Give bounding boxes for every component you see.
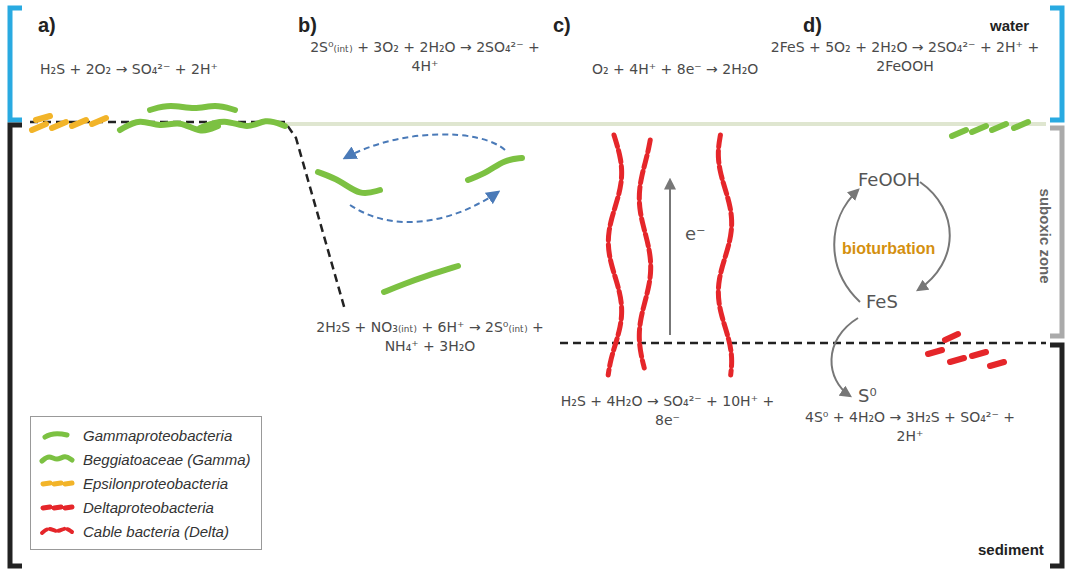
sulfide-front-line xyxy=(560,342,1046,345)
water-bracket xyxy=(1050,8,1062,120)
panel-letter: c) xyxy=(553,12,571,39)
legend-box: GammaproteobacteriaBeggiatoaceae (Gamma)… xyxy=(30,416,262,550)
cable-bacterium xyxy=(608,135,621,375)
epsilonproteobacteria xyxy=(92,118,106,124)
zone-label: water xyxy=(990,16,1029,36)
reaction-equation: 2S⁰₍ᵢₙₜ₎ + 3O₂ + 2H₂O → 2SO₄²⁻ + 4H⁺ xyxy=(300,38,550,76)
gammaproteobacteria xyxy=(318,172,380,193)
zone-label: sediment xyxy=(978,540,1044,560)
legend-sample xyxy=(39,427,75,443)
panel-letter: b) xyxy=(298,12,317,39)
reaction-equation: 2FeS + 5O₂ + 2H₂O → 2SO₄²⁻ + 2H⁺ + 2FeOO… xyxy=(765,38,1045,76)
zone-label: suboxic zone xyxy=(1035,176,1055,296)
electron-label: e⁻ xyxy=(685,222,706,246)
electron-arrow xyxy=(669,180,671,335)
legend-text: Deltaproteobacteria xyxy=(83,499,214,516)
sediment-bracket xyxy=(10,125,22,566)
legend-entry: Gammaproteobacteria xyxy=(39,423,251,447)
deltaproteobacteria xyxy=(990,362,1004,366)
legend-sample xyxy=(39,451,75,467)
legend-swatch xyxy=(43,507,72,508)
sediment-bracket xyxy=(1050,345,1062,566)
beggiatoaceae-filament xyxy=(200,121,285,128)
legend-sample xyxy=(39,475,75,491)
deltaproteobacteria xyxy=(972,352,986,356)
cable-bacterium xyxy=(718,135,731,375)
shuttle-arrow xyxy=(350,192,498,222)
gammaproteobacteria xyxy=(1014,122,1028,128)
mineral-label: S⁰ xyxy=(858,384,877,408)
mineral-label: FeS xyxy=(866,290,898,314)
legend-entry: Beggiatoaceae (Gamma) xyxy=(39,447,251,471)
epsilonproteobacteria xyxy=(36,116,50,120)
legend-text: Beggiatoaceae (Gamma) xyxy=(83,451,251,468)
legend-entry: Deltaproteobacteria xyxy=(39,495,251,519)
legend-entry: Epsilonproteobacteria xyxy=(39,471,251,495)
legend-sample xyxy=(39,499,75,515)
reaction-equation: 4S⁰ + 4H₂O → 3H₂S + SO₄²⁻ + 2H⁺ xyxy=(790,408,1030,446)
panel-letter: d) xyxy=(803,12,822,39)
beggiatoaceae-filament xyxy=(150,106,235,110)
panel-letter: a) xyxy=(38,12,56,39)
epsilonproteobacteria xyxy=(52,122,66,128)
cable-bacterium xyxy=(639,140,650,368)
legend-text: Epsilonproteobacteria xyxy=(83,475,228,492)
legend-sample xyxy=(39,523,75,539)
water-bracket xyxy=(10,8,22,120)
gammaproteobacteria xyxy=(972,126,986,132)
gammaproteobacteria xyxy=(992,124,1006,130)
legend-swatch xyxy=(42,529,72,533)
cycle-arrow xyxy=(831,318,858,396)
reaction-equation: O₂ + 4H⁺ + 8e⁻ → 2H₂O xyxy=(592,60,758,79)
legend-swatch xyxy=(42,457,72,461)
gammaproteobacteria xyxy=(384,266,458,292)
cycle-arrow xyxy=(918,182,950,290)
epsilonproteobacteria xyxy=(72,120,86,126)
oxygen-front-line xyxy=(30,122,345,310)
legend-entry: Cable bacteria (Delta) xyxy=(39,519,251,543)
reaction-equation: H₂S + 4H₂O → SO₄²⁻ + 10H⁺ + 8e⁻ xyxy=(560,392,775,430)
reaction-equation: H₂S + 2O₂ → SO₄²⁻ + 2H⁺ xyxy=(40,60,218,79)
deltaproteobacteria xyxy=(945,334,958,340)
sediment-surface xyxy=(285,122,1046,126)
epsilonproteobacteria xyxy=(32,124,46,130)
process-label: bioturbation xyxy=(840,238,937,260)
legend-text: Cable bacteria (Delta) xyxy=(83,523,229,540)
mineral-label: FeOOH xyxy=(858,168,920,192)
legend-swatch xyxy=(45,434,67,437)
reaction-equation: 2H₂S + NO₃₍ᵢₙₜ₎ + 6H⁺ → 2S⁰₍ᵢₙₜ₎ + NH₄⁺ … xyxy=(300,318,560,356)
deltaproteobacteria xyxy=(928,350,942,354)
gammaproteobacteria xyxy=(468,158,522,180)
legend-text: Gammaproteobacteria xyxy=(83,427,232,444)
gammaproteobacteria xyxy=(952,130,966,136)
shuttle-arrow xyxy=(345,134,505,158)
deltaproteobacteria xyxy=(950,358,964,362)
legend-swatch xyxy=(43,483,72,484)
